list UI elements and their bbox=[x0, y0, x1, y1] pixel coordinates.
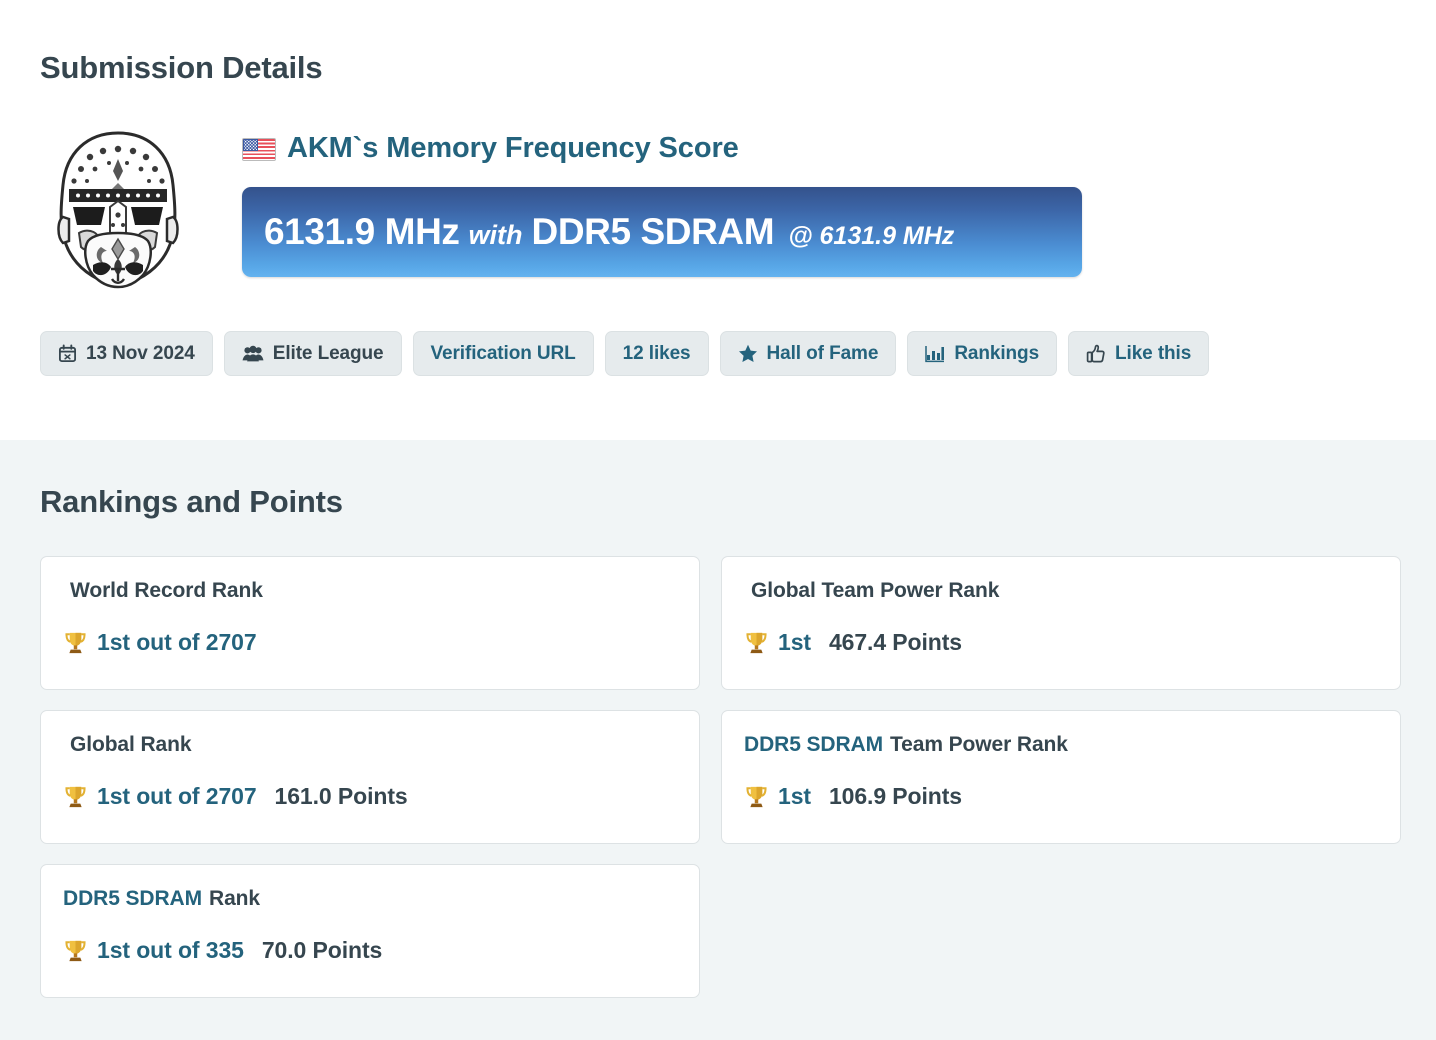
rank-card-ddr5-team-power[interactable]: DDR5 SDRAM Team Power Rank 1st 106.9 Poin… bbox=[721, 710, 1401, 844]
rank-card-value: 1st out of 2707 bbox=[63, 629, 677, 656]
rank-card-title-highlight: DDR5 SDRAM bbox=[744, 733, 884, 756]
badge-date[interactable]: 13 Nov 2024 bbox=[40, 331, 213, 376]
rankings-cards-grid: World Record Rank 1st out of 2707 bbox=[0, 520, 1436, 998]
trophy-icon bbox=[63, 938, 88, 963]
score-value: 6131.9 MHz bbox=[264, 211, 460, 253]
score-hardware: DDR5 SDRAM bbox=[531, 211, 775, 253]
rank-card-value: 1st out of 335 70.0 Points bbox=[63, 937, 677, 964]
rank-card-global-rank[interactable]: Global Rank 1st out of 2707 161.0 Points bbox=[40, 710, 700, 844]
badge-like-this[interactable]: Like this bbox=[1068, 331, 1210, 376]
rank-card-global-team-power[interactable]: Global Team Power Rank 1st 467.4 Points bbox=[721, 556, 1401, 690]
badge-verification-url[interactable]: Verification URL bbox=[412, 331, 594, 376]
badge-hall-of-fame-label: Hall of Fame bbox=[766, 342, 879, 364]
submission-details-section: Submission Details bbox=[0, 0, 1436, 440]
rank-card-value: 1st out of 2707 161.0 Points bbox=[63, 783, 677, 810]
trophy-icon bbox=[744, 630, 769, 655]
submission-header: AKM`s Memory Frequency Score 6131.9 MHz … bbox=[0, 86, 1436, 297]
badge-rankings-label: Rankings bbox=[954, 342, 1040, 364]
badge-like-this-label: Like this bbox=[1115, 342, 1192, 364]
rank-position: 1st bbox=[778, 783, 811, 809]
submission-info: AKM`s Memory Frequency Score 6131.9 MHz … bbox=[195, 125, 1436, 278]
score-with-word: with bbox=[468, 220, 523, 251]
rank-position: 1st out of 2707 bbox=[97, 783, 257, 809]
section-title: Rankings and Points bbox=[40, 484, 343, 519]
avatar bbox=[40, 125, 195, 297]
us-flag-icon bbox=[242, 138, 276, 162]
stormtrooper-sugar-skull-avatar bbox=[56, 131, 179, 289]
trophy-icon bbox=[63, 784, 88, 809]
rank-card-value: 1st 106.9 Points bbox=[744, 783, 1378, 810]
rank-position: 1st out of 335 bbox=[97, 937, 244, 963]
badge-rankings[interactable]: Rankings bbox=[907, 331, 1058, 376]
rank-card-title: DDR5 SDRAM Team Power Rank bbox=[744, 733, 1378, 757]
calendar-icon bbox=[58, 344, 77, 363]
badge-league-label: Elite League bbox=[272, 342, 384, 364]
rank-position: 1st out of 2707 bbox=[97, 629, 257, 655]
rankings-and-points-section: Rankings and Points World Record Rank bbox=[0, 440, 1436, 1040]
rank-card-title-text: Global Rank bbox=[70, 733, 192, 756]
badge-verification-url-label: Verification URL bbox=[430, 342, 576, 364]
score-title-row[interactable]: AKM`s Memory Frequency Score bbox=[242, 133, 1436, 163]
rank-points: 467.4 Points bbox=[828, 629, 962, 655]
badge-row: 13 Nov 2024 Elite League Verification UR… bbox=[0, 297, 1436, 376]
rank-points: 106.9 Points bbox=[828, 783, 962, 809]
score-title-text: AKM`s Memory Frequency Score bbox=[287, 132, 739, 164]
badge-likes-count[interactable]: 12 likes bbox=[604, 331, 709, 376]
users-icon bbox=[242, 345, 264, 363]
badge-likes-count-label: 12 likes bbox=[622, 342, 691, 364]
rank-card-value: 1st 467.4 Points bbox=[744, 629, 1378, 656]
rank-card-title-text: Global Team Power Rank bbox=[751, 579, 1000, 602]
rank-points: 161.0 Points bbox=[274, 783, 408, 809]
score-at-clause: @ 6131.9 MHz bbox=[788, 222, 955, 251]
thumbs-up-icon bbox=[1086, 344, 1106, 364]
trophy-icon bbox=[63, 630, 88, 655]
rank-card-title-highlight: DDR5 SDRAM bbox=[63, 887, 203, 910]
rank-position: 1st bbox=[778, 629, 811, 655]
rank-card-title: DDR5 SDRAM Rank bbox=[63, 887, 677, 911]
page-title: Submission Details bbox=[40, 50, 323, 85]
rank-card-ddr5-rank[interactable]: DDR5 SDRAM Rank 1st out of 335 70.0 Point… bbox=[40, 864, 700, 998]
rank-card-title-text: Team Power Rank bbox=[890, 733, 1068, 756]
rank-points: 70.0 Points bbox=[261, 937, 383, 963]
rank-card-title: Global Rank bbox=[63, 733, 677, 757]
rank-card-title-text: World Record Rank bbox=[70, 579, 263, 602]
score-banner: 6131.9 MHz with DDR5 SDRAM @ 6131.9 MHz bbox=[242, 187, 1082, 278]
rank-card-title: World Record Rank bbox=[63, 579, 677, 603]
rank-card-title-text: Rank bbox=[209, 887, 260, 910]
badge-league[interactable]: Elite League bbox=[223, 331, 402, 376]
badge-date-label: 13 Nov 2024 bbox=[86, 342, 195, 364]
badge-hall-of-fame[interactable]: Hall of Fame bbox=[719, 331, 897, 376]
star-icon bbox=[738, 344, 758, 363]
rank-card-title: Global Team Power Rank bbox=[744, 579, 1378, 603]
bar-chart-icon bbox=[925, 344, 945, 363]
trophy-icon bbox=[744, 784, 769, 809]
rank-card-world-record[interactable]: World Record Rank 1st out of 2707 bbox=[40, 556, 700, 690]
